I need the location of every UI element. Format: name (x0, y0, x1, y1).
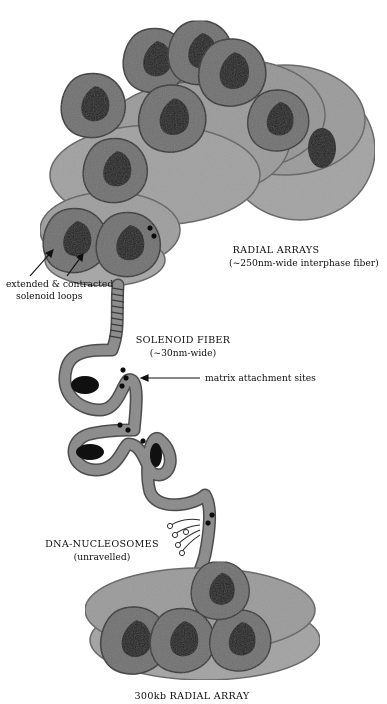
solenoid-loop (61, 74, 125, 138)
solenoid-loop (83, 139, 147, 203)
radial-array-top (40, 21, 375, 287)
solenoid-loop (96, 213, 160, 277)
loops-label-line1: extended & contracted (6, 279, 113, 290)
bottom-array-title: 300kb RADIAL ARRAY (135, 691, 250, 702)
loop-core (76, 444, 104, 460)
disc-hole (308, 128, 336, 168)
loop-core (150, 443, 162, 467)
matrix-sites-label: matrix attachment sites (205, 373, 316, 384)
dna-nucleosomes (168, 519, 201, 555)
dna-nucleosomes-title: DNA-NUCLEOSOMES (45, 539, 159, 550)
radial-arrays-title: RADIAL ARRAYS (233, 245, 320, 256)
solenoid-loop (199, 39, 266, 106)
solenoid-fiber-subtitle: (~30nm-wide) (150, 348, 216, 359)
radial-array-bottom (85, 562, 320, 681)
loops-label-line2: solenoid loops (16, 291, 83, 302)
solenoid-loop (150, 609, 214, 673)
solenoid-loop (139, 85, 206, 152)
radial-arrays-subtitle: (~250nm-wide interphase fiber) (229, 258, 379, 269)
loop-core (71, 376, 99, 394)
solenoid-fiber-title: SOLENOID FIBER (136, 335, 231, 346)
solenoid-loop (191, 562, 249, 620)
dna-nucleosomes-subtitle: (unravelled) (74, 552, 131, 563)
solenoid-loop (248, 90, 309, 151)
